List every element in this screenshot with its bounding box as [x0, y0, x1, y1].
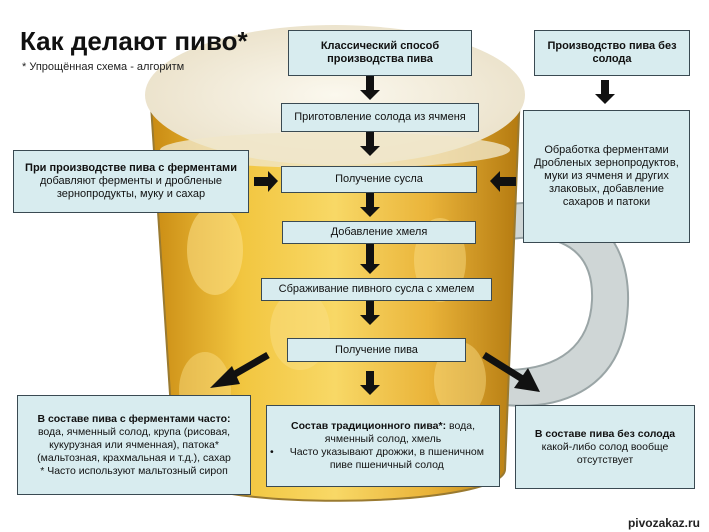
page-title: Как делают пиво* — [20, 26, 248, 56]
down-arrow-icon — [360, 301, 380, 325]
result-no-malt-title: В составе пива без солода — [534, 427, 676, 440]
result-enzymes-title: В составе пива с ферментами часто: — [37, 412, 231, 425]
result-traditional-title: Состав традиционного пива*: — [291, 420, 447, 432]
step-fermentation-box: Сбраживание пивного сусла с хмелем — [261, 278, 492, 301]
watermark: pivozakaz.ru — [624, 516, 703, 530]
diagonal-arrow-right-icon — [482, 352, 526, 383]
no-malt-process-box: Обработка ферментами Дробленых зернопрод… — [523, 110, 690, 243]
enzymes-note-text: добавляют ферменты и дробленые зернопрод… — [39, 175, 223, 200]
step-hops-label: Добавление хмеля — [330, 226, 428, 238]
no-malt-title: Производство пива без солода — [547, 40, 677, 65]
classic-method-box: Классический способ производства пива — [288, 30, 472, 76]
down-arrow-icon — [360, 132, 380, 156]
right-arrow-icon — [254, 171, 278, 192]
step-hops-box: Добавление хмеля — [282, 221, 476, 244]
mug-handle — [504, 201, 630, 407]
step-malt-label: Приготовление солода из ячменя — [294, 111, 466, 123]
flow-arrows — [254, 76, 615, 395]
step-wort-box: Получение сусла — [281, 166, 477, 193]
page-subtitle: * Упрощённая схема - алгоритм — [22, 61, 185, 73]
step-beer-box: Получение пива — [287, 338, 466, 362]
bullet-icon: • — [270, 446, 274, 458]
classic-method-title: Классический способ производства пива — [320, 40, 440, 65]
no-malt-box: Производство пива без солода — [534, 30, 690, 76]
down-arrow-icon — [360, 244, 380, 274]
step-beer-label: Получение пива — [335, 343, 418, 356]
result-traditional-box: Состав традиционного пива*: вода, ячменн… — [266, 405, 500, 487]
enzymes-note-box: При производстве пива с ферментами добав… — [13, 150, 249, 213]
down-arrow-icon — [360, 193, 380, 217]
result-enzymes-box: В составе пива с ферментами часто: вода,… — [17, 395, 251, 495]
left-arrow-icon — [490, 171, 516, 192]
result-traditional-text: вода, ячменный солод, хмель — [324, 420, 475, 445]
down-arrow-icon — [360, 76, 380, 100]
down-arrow-icon — [595, 80, 615, 104]
step-wort-label: Получение сусла — [335, 173, 423, 185]
step-fermentation-label: Сбраживание пивного сусла с хмелем — [278, 283, 475, 295]
diagonal-arrows — [210, 351, 540, 392]
no-malt-process-text: Обработка ферментами Дробленых зернопрод… — [534, 144, 679, 208]
result-no-malt-box: В составе пива без солода какой-либо сол… — [515, 405, 695, 489]
result-no-malt-text: какой-либо солод вообще отсутствует — [541, 440, 669, 466]
enzymes-note-title: При производстве пива с ферментами — [25, 162, 237, 174]
result-enzymes-footnote: * Часто используют мальтозный сироп — [40, 464, 228, 477]
down-arrow-icon — [360, 371, 380, 395]
result-traditional-footnote: Часто указывают дрожжи, в пшеничном пиве… — [289, 446, 484, 471]
step-malt-box: Приготовление солода из ячменя — [281, 103, 479, 132]
result-enzymes-text: вода, ячменный солод, крупа (рисовая, ку… — [37, 425, 231, 464]
